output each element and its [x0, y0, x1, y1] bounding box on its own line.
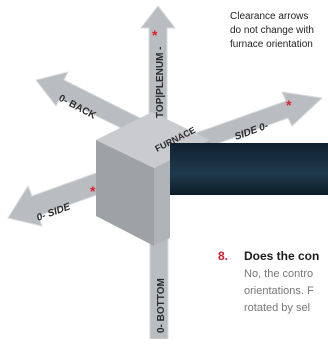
faq-number: 8. — [218, 249, 229, 263]
faq-answer: No, the contro orientations. F rotated b… — [244, 266, 328, 317]
note-line: furnace orientation — [230, 39, 313, 50]
answer-line: No, the contro — [244, 268, 314, 280]
note-line: do not change with — [230, 25, 314, 36]
top-arrow — [139, 5, 177, 123]
bottom-arrow-label: 0- BOTTOM — [156, 278, 167, 333]
faq-question: Does the con — [244, 249, 320, 263]
top-asterisk: * — [152, 27, 158, 43]
note-line: Clearance arrows — [230, 11, 309, 22]
faq-panel — [170, 195, 328, 345]
left-asterisk: * — [90, 183, 96, 199]
back-arrow — [35, 71, 141, 136]
right-asterisk: * — [286, 97, 292, 113]
clearance-note: Clearance arrows do not change with furn… — [230, 10, 328, 52]
top-arrow-label: TOP|PLENUM - — [155, 46, 166, 118]
answer-line: orientations. F — [244, 285, 314, 297]
answer-line: rotated by sel — [244, 302, 311, 314]
dark-image-panel — [170, 143, 328, 195]
right-arrow — [195, 91, 324, 151]
